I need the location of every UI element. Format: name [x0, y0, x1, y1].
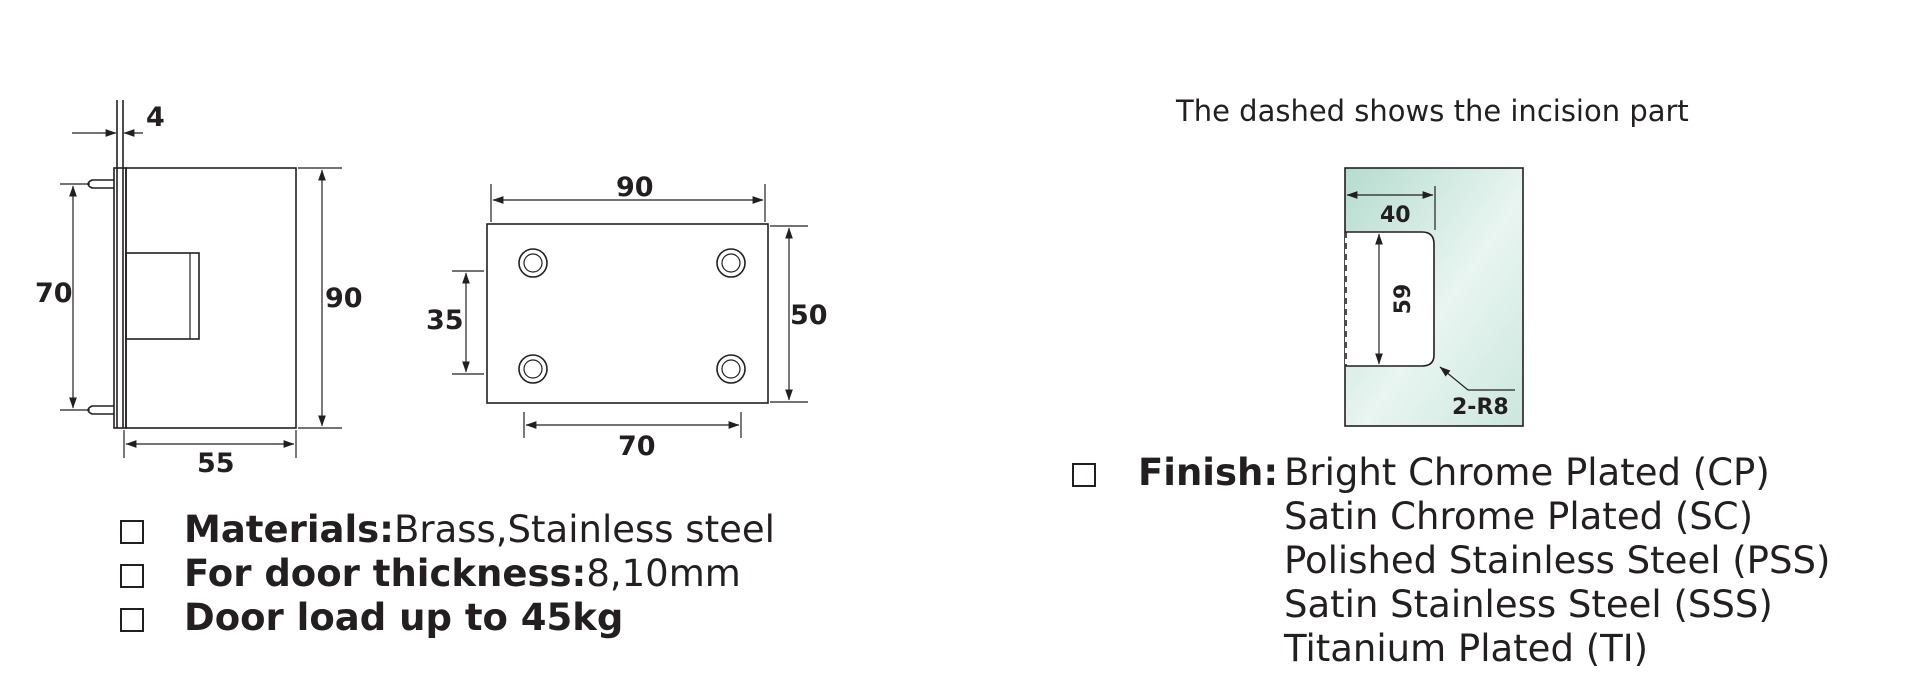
dim-50: 50	[790, 300, 828, 331]
finish-option: Satin Stainless Steel (SSS)	[1284, 583, 1773, 626]
screw-hole	[716, 354, 746, 384]
finish-options: Bright Chrome Plated (CP) Satin Chrome P…	[1284, 451, 1830, 671]
screw-hole	[518, 248, 548, 278]
checkbox-icon	[120, 564, 144, 588]
checkbox-icon	[120, 520, 144, 544]
dim-2-r8: 2-R8	[1452, 395, 1509, 420]
dim-59: 59	[1391, 284, 1416, 315]
dim-35: 35	[426, 305, 464, 336]
dim-55: 55	[197, 448, 235, 479]
screw-hole	[716, 248, 746, 278]
checkbox-icon	[120, 608, 144, 632]
plate-view: 90 35 50 70	[426, 172, 828, 462]
hinge-plate	[113, 167, 127, 429]
dim-40: 40	[1380, 203, 1411, 228]
hinge-body	[125, 167, 297, 429]
finish-option: Bright Chrome Plated (CP)	[1284, 451, 1770, 494]
spec-materials: Materials:Brass,Stainless steel	[120, 508, 775, 552]
finish-option: Satin Chrome Plated (SC)	[1284, 495, 1754, 538]
dim-4: 4	[146, 102, 165, 133]
screw-hole	[518, 354, 548, 384]
side-view: 4 70 90 55	[35, 100, 363, 479]
dim-70-plate: 70	[618, 431, 656, 462]
dim-90: 90	[325, 283, 363, 314]
hinge-block	[125, 252, 200, 340]
dim-70: 70	[35, 278, 73, 309]
finish-option: Titanium Plated (TI)	[1284, 627, 1649, 670]
finish-option: Polished Stainless Steel (PSS)	[1284, 539, 1831, 582]
pin-bottom	[87, 405, 114, 415]
pin-top	[87, 179, 114, 189]
finish-label-row: Finish:	[1072, 451, 1278, 495]
plate-outline	[486, 223, 769, 404]
spec-door-load: Door load up to 45kg	[120, 596, 623, 640]
cutout-view: 40 59 2-R8	[1344, 167, 1524, 427]
cutout-caption: The dashed shows the incision part	[1176, 94, 1689, 128]
incision-notch	[1345, 232, 1434, 366]
checkbox-icon	[1072, 463, 1096, 487]
dim-90-plate: 90	[616, 172, 654, 203]
spec-door-thickness: For door thickness:8,10mm	[120, 552, 741, 596]
